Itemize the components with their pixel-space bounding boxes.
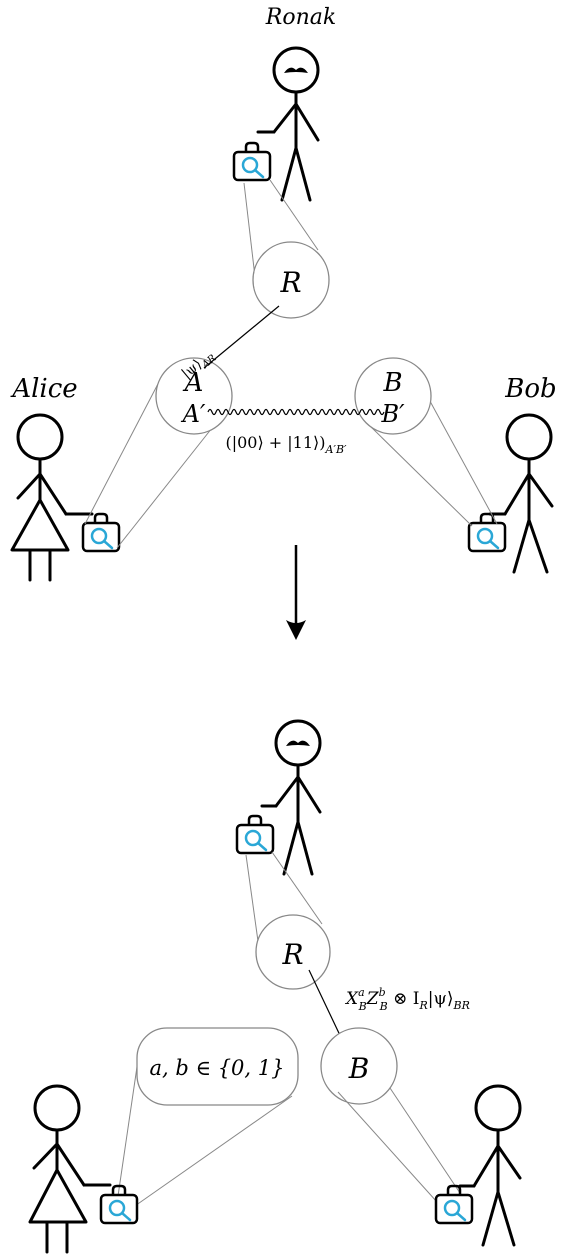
- name-ronak: Ronak: [265, 5, 336, 30]
- top-panel: Ronak R Alice: [10, 5, 557, 582]
- name-alice: Alice: [10, 374, 77, 404]
- arrow-down-icon: [286, 545, 306, 640]
- alice-figure: [28, 1084, 112, 1254]
- ronak-figure: [260, 719, 322, 876]
- lab-box-icon: [235, 814, 275, 855]
- label-B: B: [382, 368, 402, 398]
- mustache-icon: [284, 67, 308, 73]
- bob-figure: [488, 413, 554, 574]
- label-B-bottom: B: [348, 1052, 370, 1085]
- alice-figure: [10, 413, 94, 582]
- label-Bprime: B′: [380, 400, 405, 428]
- lab-box-icon: [467, 512, 507, 553]
- classical-message-bubble: [136, 1027, 299, 1106]
- lab-box-icon: [434, 1184, 474, 1225]
- register-B-circle-bottom: [320, 1027, 398, 1105]
- label-Aprime: A′: [181, 400, 206, 428]
- lab-box-icon: [81, 512, 121, 553]
- register-A-circle: [155, 357, 233, 435]
- label-A: A: [183, 368, 204, 398]
- psi-AR-link: [203, 305, 280, 369]
- classical-bits-label: a, b ∈ {0, 1}: [149, 1056, 284, 1080]
- label-R-bottom: R: [281, 938, 303, 971]
- lab-box-icon: [232, 141, 272, 182]
- entanglement-wavy-line: [207, 408, 385, 416]
- ronak-figure: [256, 46, 320, 202]
- mustache-icon: [286, 740, 310, 746]
- epr-state-label: (|00⟩ + |11⟩)A′B′: [225, 433, 347, 456]
- register-R-circle: [252, 241, 330, 319]
- register-R-circle-bottom: [255, 914, 331, 990]
- bob-figure: [458, 1084, 522, 1247]
- label-R-top: R: [279, 266, 301, 299]
- name-bob: Bob: [504, 374, 556, 404]
